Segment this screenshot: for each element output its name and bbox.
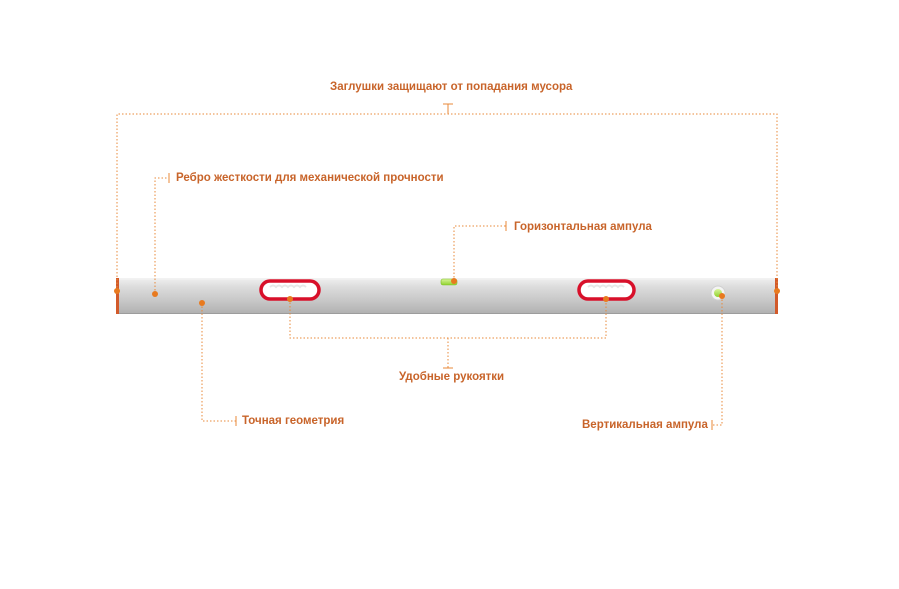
horizontal-vial-dot: [451, 278, 457, 284]
label-horizontal-vial: Горизонтальная ампула: [514, 221, 652, 233]
right-end-cap: [775, 278, 778, 314]
leader-lines: [116, 113, 778, 426]
horizontal-vial-leader: [453, 225, 506, 281]
left-end-cap: [116, 278, 119, 314]
label-stiffening-rib: Ребро жесткости для механической прочнос…: [176, 172, 444, 184]
geometry-leader: [201, 303, 236, 422]
rib-dot: [152, 291, 158, 297]
label-end-caps: Заглушки защищают от попадания мусора: [330, 81, 573, 93]
right-handle-dot: [603, 296, 609, 302]
label-precise-geometry: Точная геометрия: [242, 415, 345, 427]
vertical-vial-leader: [712, 296, 723, 426]
right-cap-dot: [774, 288, 780, 294]
label-handles: Удобные рукоятки: [399, 371, 505, 383]
end-caps-leader: [116, 113, 778, 291]
left-handle-dot: [287, 296, 293, 302]
rib-leader: [154, 177, 169, 294]
vertical-vial-dot: [719, 293, 725, 299]
anchor-dots: [114, 278, 780, 306]
left-cap-dot: [114, 288, 120, 294]
leader-ticks: [168, 103, 713, 430]
label-vertical-vial: Вертикальная ампула: [582, 419, 708, 431]
geometry-dot: [199, 300, 205, 306]
